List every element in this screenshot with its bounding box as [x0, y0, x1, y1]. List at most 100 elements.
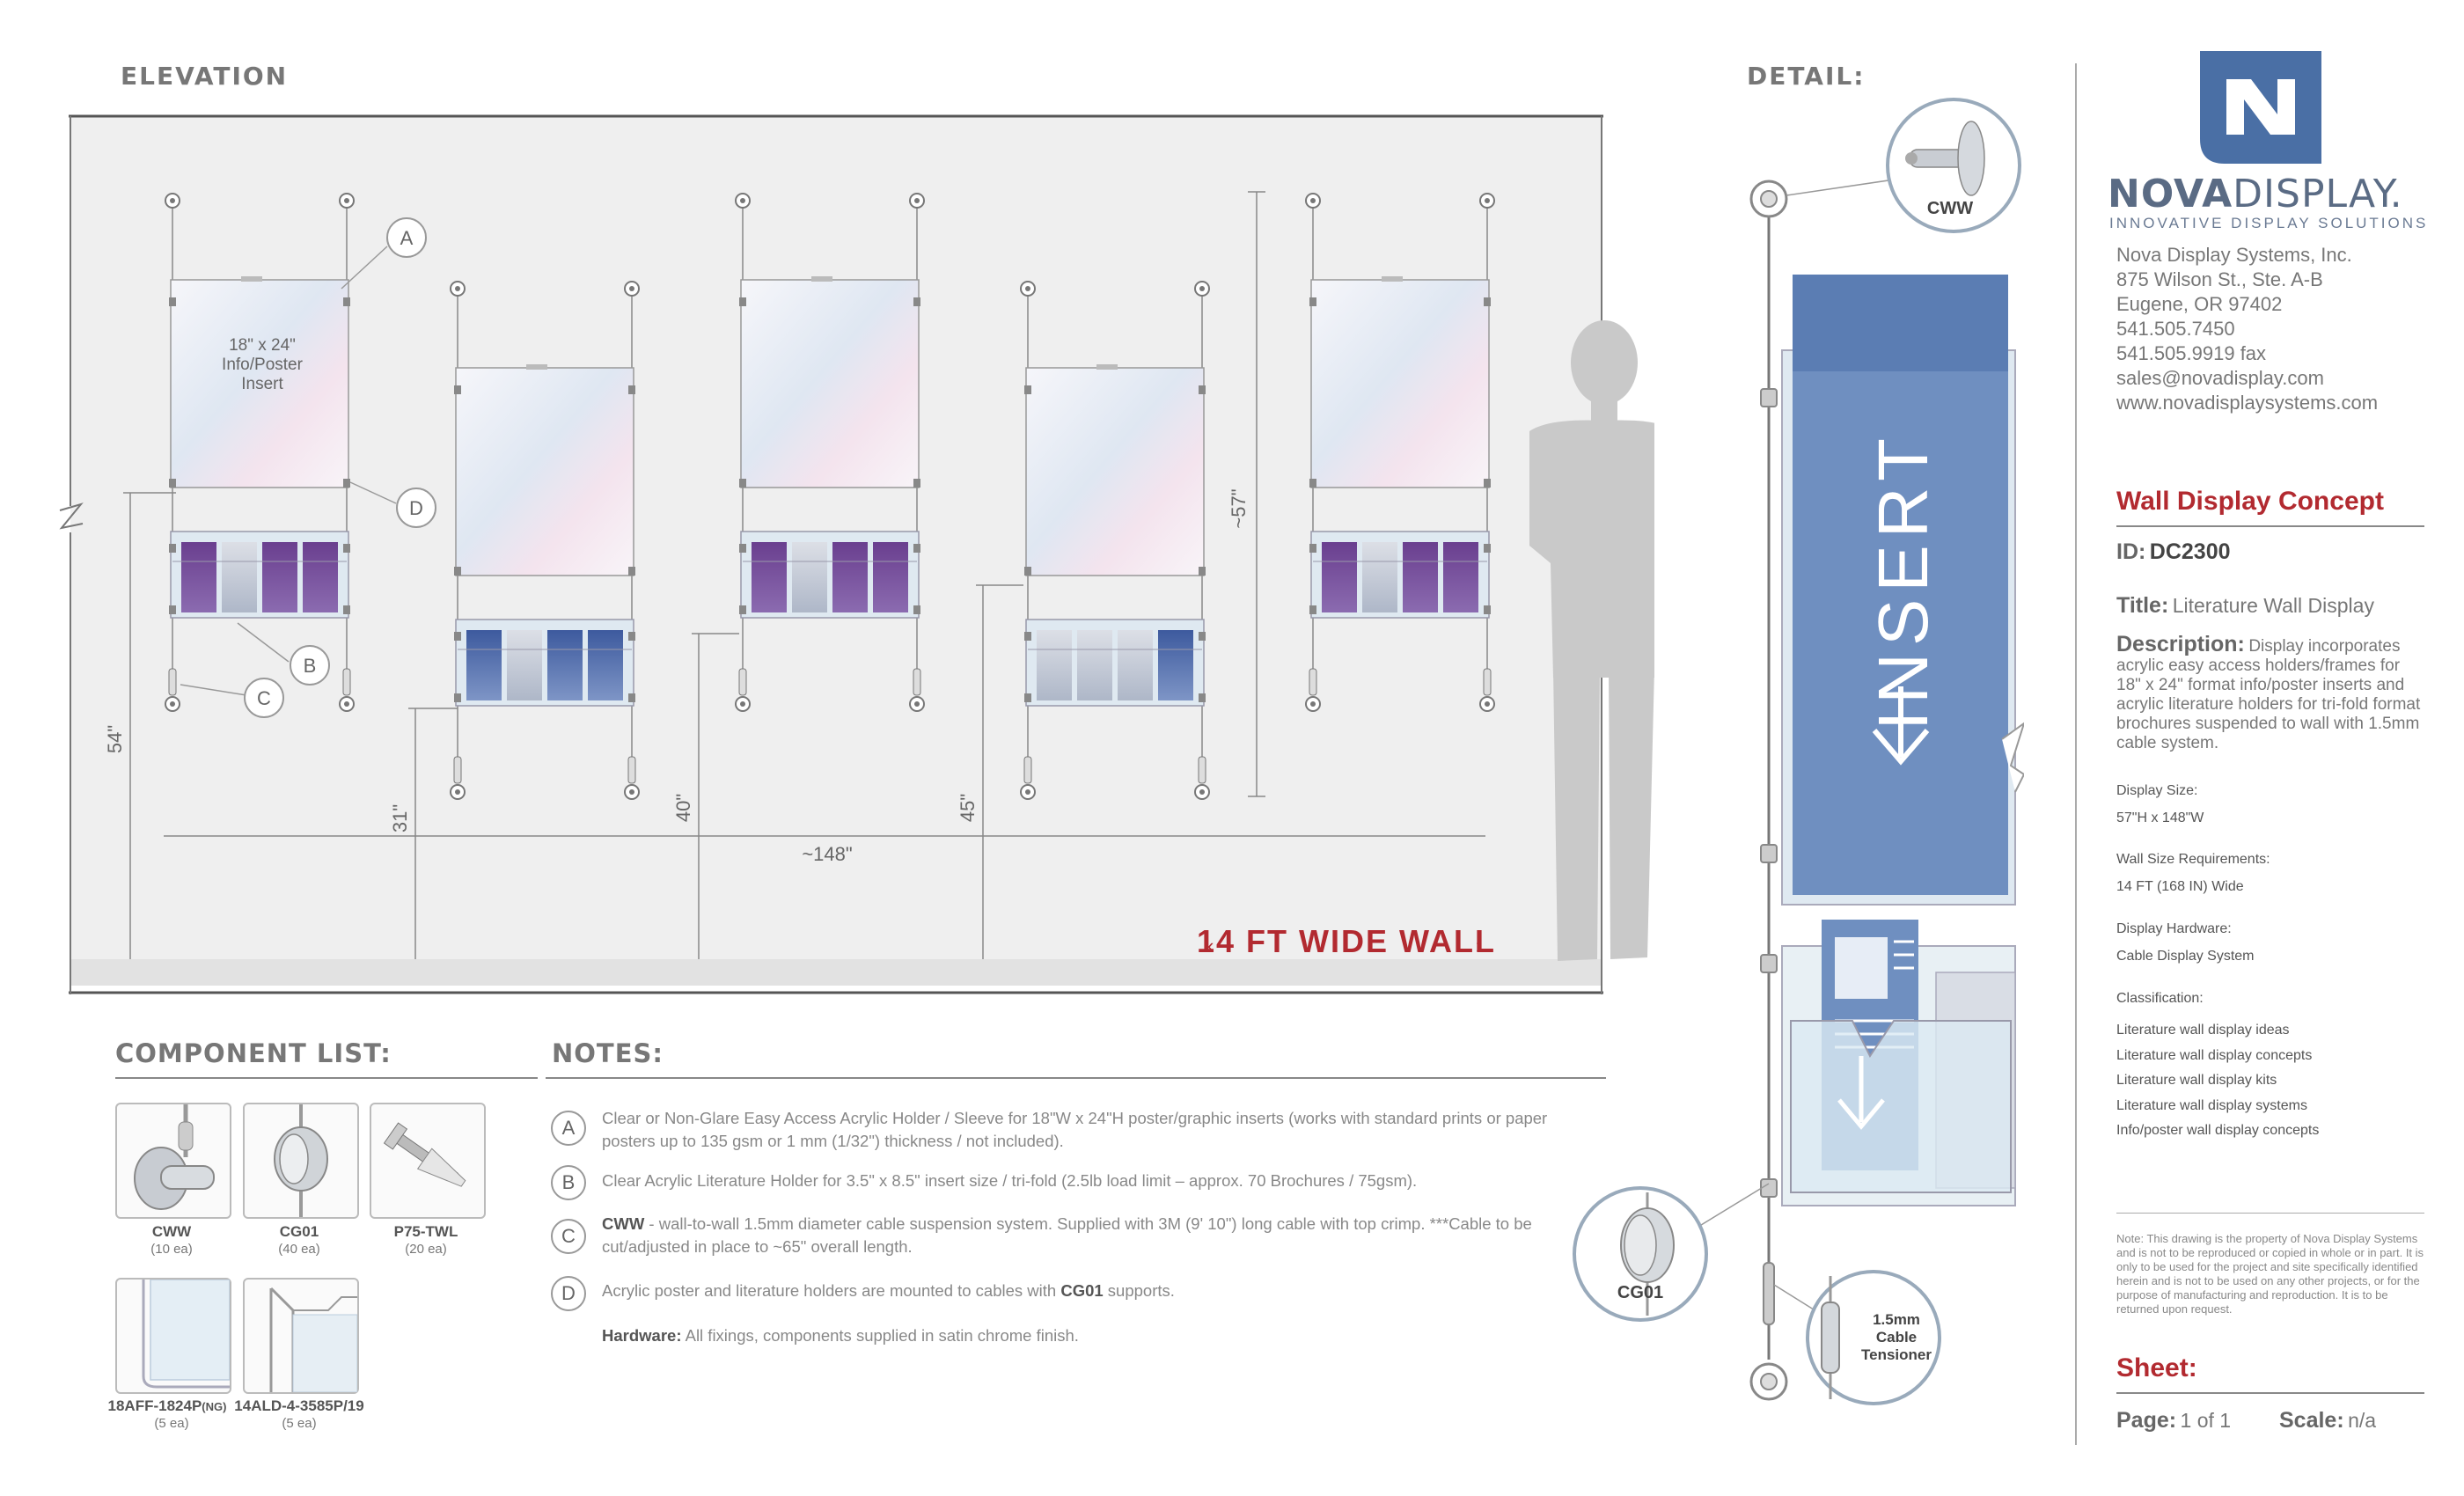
unit-brochure: [832, 542, 868, 612]
unit-tensioner: [1023, 756, 1032, 784]
callout-d: D: [409, 497, 423, 519]
unit-tensioner: [168, 668, 177, 696]
unit-tensioner: [738, 668, 747, 696]
unit-brochure: [507, 630, 542, 700]
sheet-rule: [2116, 1392, 2424, 1394]
p75-twl-qty: (20 ea): [405, 1242, 447, 1257]
unit-brochure: [466, 630, 502, 700]
dim-54: 54": [104, 725, 126, 753]
unit-tensioner: [453, 756, 462, 784]
novadisplay-logo-mark: [2200, 51, 2321, 164]
component-list-title: COMPONENT LIST:: [115, 1038, 392, 1068]
unit-brochure: [1037, 630, 1072, 700]
display-size-label: Display Size:: [2116, 783, 2198, 798]
poster-text-line2: Info/Poster: [222, 356, 304, 374]
cg01-thumbnail: [243, 1103, 359, 1219]
unit-brochure: [1118, 630, 1153, 700]
id-row: ID: DC2300: [2116, 539, 2231, 564]
sheet-label: Sheet:: [2116, 1353, 2197, 1382]
unit-brochure: [1443, 542, 1478, 612]
callout-a: A: [400, 227, 414, 249]
width-dimension: ~148": [802, 843, 852, 865]
scale-row: Scale: n/a: [2279, 1408, 2377, 1433]
wall-size-value: 14 FT (168 IN) Wide: [2116, 879, 2244, 894]
display-size-value: 57"H x 148"W: [2116, 810, 2204, 825]
tensioner-detail-bubble: [1806, 1270, 1941, 1405]
disclaimer-rule: [2116, 1213, 2424, 1214]
dim-31: 31": [389, 804, 411, 832]
description-row: Description: Display incorporates acryli…: [2116, 632, 2421, 753]
wall-label-left-arrow: ‹: [1207, 935, 1214, 957]
cg01-qty: (40 ea): [278, 1242, 320, 1257]
dim-40: 40": [672, 794, 694, 822]
height-dimension: ~57": [1228, 488, 1250, 528]
dimension-lines: [123, 191, 1485, 959]
tensioner-label-2: Cable: [1876, 1329, 1917, 1346]
18aff-qty: (5 ea): [154, 1416, 189, 1431]
wall-size-label: Wall Size Requirements:: [2116, 852, 2270, 867]
unit-tensioner: [913, 668, 921, 696]
detail-insert: [1793, 275, 2008, 895]
concept-rule: [2116, 525, 2424, 527]
detail-drawing: INSERT CWW CG01 1.5mm Cable Ten: [1573, 98, 2024, 1405]
cable-gripper-icon: [274, 1104, 328, 1217]
detail-title: DETAIL:: [1747, 62, 1866, 91]
cww-bubble-label: CWW: [1927, 199, 1973, 218]
callout-b: B: [304, 655, 317, 677]
unit-brochure: [303, 542, 338, 612]
unit-brochure: [1322, 542, 1357, 612]
unit-brochure: [588, 630, 623, 700]
cww-thumbnail: [115, 1103, 231, 1219]
cww-code: CWW: [151, 1223, 192, 1240]
cww-qty: (10 ea): [150, 1242, 193, 1257]
unit-poster-frame: [1310, 279, 1490, 488]
14ald-code: 14ALD-4-3585P/19: [234, 1397, 364, 1414]
18aff-code: 18AFF-1824P(NG): [107, 1397, 227, 1414]
hardware-note: Hardware: All fixings, components suppli…: [602, 1326, 1079, 1345]
unit-poster-frame: [740, 279, 920, 488]
cable-tensioner: [1763, 1262, 1775, 1325]
brand-tagline: INNOVATIVE DISPLAY SOLUTIONS: [2109, 215, 2429, 231]
unit-brochure: [1403, 542, 1438, 612]
note-b-badge: B: [551, 1165, 586, 1200]
unit-brochure: [222, 542, 257, 612]
cable-wall-fitting-icon: [134, 1104, 215, 1210]
brand-wordmark: NOVADISPLAY.: [2108, 172, 2403, 216]
note-d-text: Acrylic poster and literature holders ar…: [602, 1281, 1175, 1300]
unit-poster-frame: [455, 367, 634, 576]
tensioner-label-3: Tensioner: [1861, 1346, 1932, 1363]
p75-twl-thumbnail: [370, 1103, 486, 1219]
unit-brochure: [873, 542, 908, 612]
unit-brochure: [1077, 630, 1112, 700]
elevation-title: ELEVATION: [121, 62, 289, 91]
screw-anchor-icon: [383, 1122, 466, 1187]
p75-twl-code: P75-TWL: [393, 1223, 458, 1240]
unit-tensioner: [1309, 668, 1317, 696]
component-list-rule: [115, 1077, 538, 1079]
unit-brochure: [792, 542, 827, 612]
14ald-qty: (5 ea): [282, 1416, 317, 1431]
note-c-text: CWW - wall-to-wall 1.5mm diameter cable …: [602, 1214, 1532, 1256]
note-d-badge: D: [551, 1276, 586, 1311]
note-a-badge: A: [551, 1111, 586, 1146]
poster-text-line3: Insert: [241, 375, 283, 393]
cg01-code: CG01: [279, 1223, 319, 1240]
tensioner-label-1: 1.5mm: [1873, 1311, 1920, 1328]
company-contact: Nova Display Systems, Inc.875 Wilson St.…: [2116, 244, 2379, 414]
note-b-text: Clear Acrylic Literature Holder for 3.5"…: [602, 1171, 1418, 1190]
dim-45: 45": [957, 794, 979, 822]
note-a-text: Clear or Non-Glare Easy Access Acrylic H…: [602, 1109, 1548, 1150]
title-row: Title: Literature Wall Display: [2116, 593, 2374, 618]
unit-tensioner: [1198, 756, 1206, 784]
insert-text: INSERT: [1864, 431, 1942, 730]
hardware-value: Cable Display System: [2116, 949, 2255, 964]
page-row: Page: 1 of 1: [2116, 1408, 2232, 1433]
unit-tensioner: [627, 756, 636, 784]
unit-brochure: [262, 542, 297, 612]
unit-brochure: [752, 542, 787, 612]
poster-text-line1: 18" x 24": [229, 336, 296, 355]
unit-tensioner: [342, 668, 351, 696]
wall-label-right-arrow: ›: [1476, 935, 1482, 957]
human-silhouette: [1529, 320, 1654, 961]
disclaimer-text: Note: This drawing is the property of No…: [2116, 1232, 2424, 1316]
